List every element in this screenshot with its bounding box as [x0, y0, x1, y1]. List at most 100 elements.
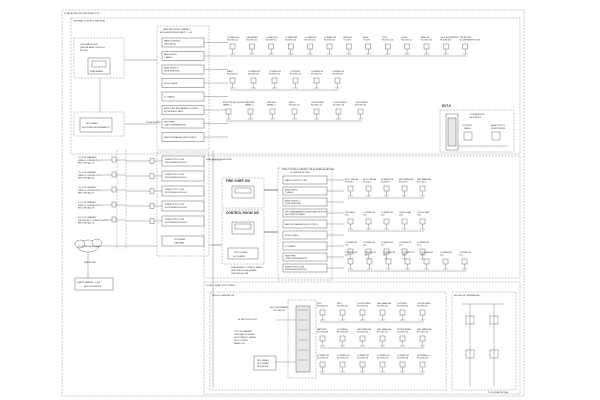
device-label: 112: [381, 245, 385, 247]
device-label: MECHANICAL: [377, 302, 392, 305]
detector-device: [379, 335, 386, 342]
svg-text:(CONSOLE ROOM): (CONSOLE ROOM): [290, 172, 310, 174]
svg-text:ROOM 201: ROOM 201: [470, 117, 482, 119]
pgs-cabinet-label: TO PGS CABINET: [78, 201, 97, 204]
device-label: MECHANICAL: [377, 328, 392, 331]
svg-text:CONTROL ROOM 105: CONTROL ROOM 105: [226, 211, 259, 215]
detector-device: [365, 185, 372, 192]
control-building-title: CENTRAL CONTROL BUILDING: [73, 20, 106, 23]
gateway-label: NTP/SNMP: [174, 239, 186, 241]
svg-text:ROOM): ROOM): [80, 50, 88, 52]
device-label: ROOM 017: [377, 358, 389, 360]
device-label: ROOM 019: [417, 358, 429, 360]
device-label: ROOM 116: [382, 40, 394, 42]
device-label: EQUIPMENT ROOM: [460, 40, 481, 42]
device-label: AUTO: [289, 101, 295, 104]
device-label: 116: [364, 255, 368, 257]
detector-device: [229, 43, 236, 50]
pgs-cabinet-label: (FIRE & CONNECTIVITY): [78, 205, 104, 207]
device-label: CORRIDOR: [266, 37, 278, 39]
detector-device: [291, 108, 298, 115]
device-label: 111: [363, 245, 367, 247]
svg-text:FIRE CHIEF 106: FIRE CHIEF 106: [226, 179, 250, 183]
detector-device: [423, 258, 430, 265]
device-label: TRUCK BAY: [399, 211, 412, 214]
fs-module-label: (SUB STATION): [285, 202, 301, 205]
device-label: ROOM 112: [227, 40, 239, 42]
zone-network-cloud: TO ZONE NETWORK: [74, 238, 103, 253]
detector-device: [271, 77, 278, 84]
device-label: BRIDGE: [343, 37, 352, 39]
fs-module-label: MAIN CONTROL UNIT: [285, 179, 308, 182]
device-label: ROOM 013: [417, 332, 429, 334]
fs-module-label: IO CARDS: [285, 245, 296, 248]
fs-module-label: ROUS LINKS: [285, 235, 299, 237]
cabinet-module-label: ENDPOINT INTERFACE SYSTEM: [164, 107, 198, 110]
pgs-connector: [111, 171, 117, 178]
device-label: ROOM 124: [355, 105, 367, 107]
device-label: PANEL 3: [267, 104, 277, 107]
fire-station-frame: [203, 155, 521, 279]
detector-device: [346, 43, 352, 50]
device-label: MECHANICAL: [399, 178, 414, 181]
pgs-connector: [111, 186, 117, 193]
device-label: CORRIDOR: [363, 212, 375, 214]
device-label: ROOM 119: [440, 40, 452, 42]
svg-text:(E-POWER): (E-POWER): [257, 363, 269, 365]
main-cabinet-title: MAIN NETWORK CABINET: [163, 28, 191, 31]
device-label: MECHANICAL: [357, 328, 372, 331]
device-label: ROOM 015: [337, 358, 349, 360]
device-label: CORRIDOR: [227, 37, 239, 39]
detector-device: [319, 335, 326, 342]
detector-device: [379, 361, 386, 368]
pgs-cabinet-label: TO PGS CABINET: [78, 171, 97, 174]
pgs-connector: [111, 201, 117, 208]
device-label: 117: [383, 255, 387, 257]
svg-text:MCC EQUIPMENT: MCC EQUIPMENT: [270, 307, 289, 309]
svg-text:(EXISTING) FIRE ALARM: (EXISTING) FIRE ALARM: [231, 269, 256, 272]
detector-device: [419, 335, 426, 342]
device-label: ROOM 011: [377, 332, 389, 334]
device-label: CORRIDOR: [402, 252, 414, 254]
device-label: ROOM 115: [324, 40, 336, 42]
fiber-module-label: FIBER OPTIC LINK: [165, 189, 185, 191]
device-label: METERS: [267, 102, 277, 104]
svg-text:ADAPTOR TO: ADAPTOR TO: [491, 124, 505, 127]
svg-text:UPS POWER: UPS POWER: [234, 252, 248, 254]
detector-device: [366, 258, 373, 265]
device-label: HVAC: [402, 36, 408, 39]
device-label: STORAGE: [337, 328, 348, 331]
ntp-gateway: [161, 235, 205, 247]
device-label: ROOM 012: [397, 332, 409, 334]
cabinet-module-label: ARM STATIC: [164, 53, 177, 56]
detector-device: [399, 361, 406, 368]
fiber-module-label: FIBER OPTIC LINK: [165, 174, 185, 176]
device-label: ROOM 014: [317, 358, 329, 360]
fire-station-row-4: CORRIDOR115CORRIDOR116CORRIDOR117CORRIDO…: [345, 252, 471, 272]
fs-module-label: EXTENDER MODULE: [285, 269, 307, 271]
detector-device: [249, 43, 255, 50]
device-label: CORRIDOR: [381, 242, 393, 244]
device-label: IDLE: [382, 37, 387, 39]
device-label: CORRIDOR: [332, 71, 344, 73]
device-label: ROOM 105: [311, 74, 323, 76]
device-label: MCC: [337, 303, 342, 305]
svg-text:PANEL 001: PANEL 001: [234, 342, 246, 345]
device-label: CUSTOMER: [355, 102, 368, 104]
detector-device: [385, 43, 391, 50]
detector-device: [443, 43, 449, 50]
svg-text:ROOM 001: ROOM 001: [274, 310, 286, 312]
pgs-cabinet-label: RECORD AS-29: [78, 222, 95, 225]
device-label: ROOM 118: [421, 40, 433, 42]
device-label: CORRIDOR: [285, 37, 297, 39]
device-label: CORRIDOR: [364, 252, 376, 254]
pgs-cabinet-label: RECORD AS-27: [78, 192, 95, 195]
device-label: CORRIDOR: [399, 242, 411, 244]
device-label: OUTER WALL: [417, 302, 432, 305]
pgs-connector: [111, 156, 117, 163]
exterior-fiber-cabinet: FIBER CABINET - LINK (AS-3 PUMPING): [74, 277, 114, 291]
device-label: ROOM 4: [399, 182, 408, 184]
